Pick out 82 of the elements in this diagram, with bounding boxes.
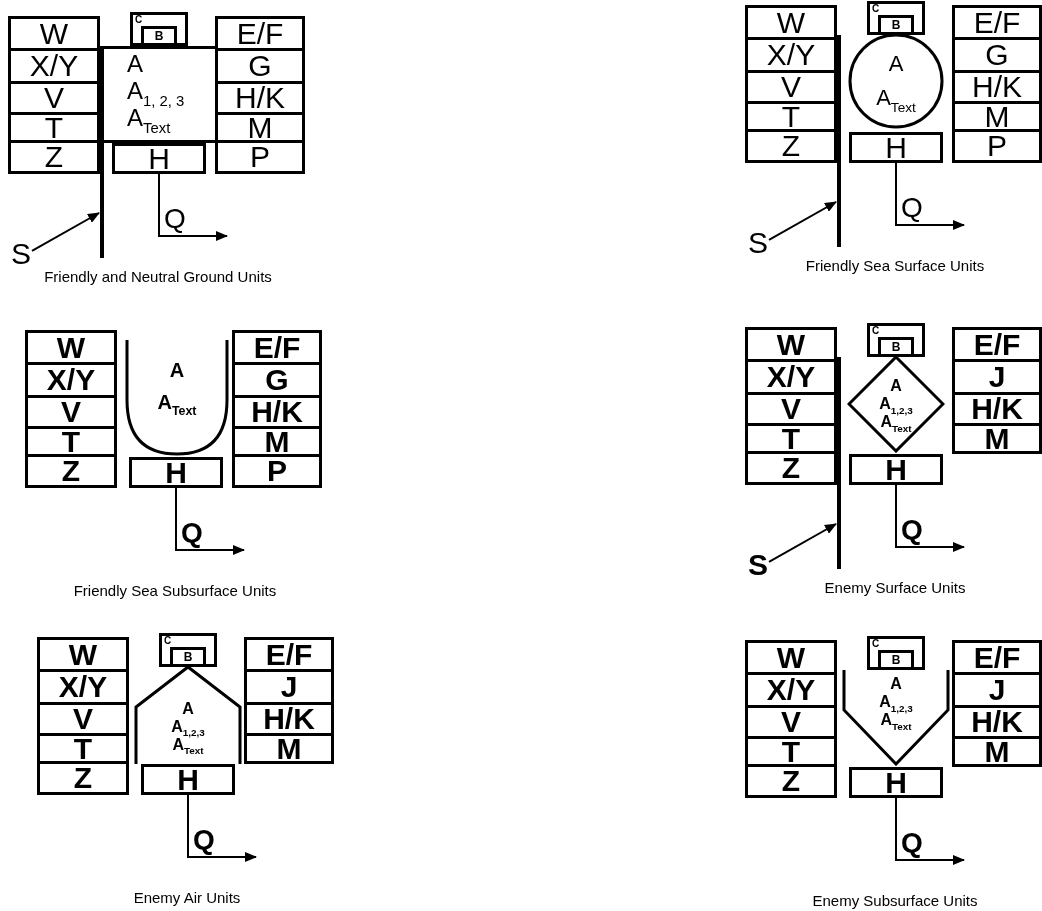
field-label: S	[747, 549, 769, 581]
field-box: X/Y	[8, 48, 100, 84]
field-box: B	[878, 650, 914, 667]
field-box: Z	[745, 129, 837, 163]
symbol-label: A	[182, 699, 194, 718]
symbol-label: A	[127, 50, 143, 77]
field-box: B	[141, 26, 177, 43]
panel-caption: Friendly Sea Surface Units	[804, 257, 986, 275]
field-box: M	[244, 733, 334, 764]
arrow	[175, 487, 245, 555]
arrow	[768, 201, 837, 241]
echelon-box	[159, 633, 217, 667]
echelon-box	[867, 323, 925, 357]
field-box: H/K	[244, 702, 334, 736]
field-box: H	[141, 764, 235, 795]
field-box: Z	[37, 761, 129, 795]
field-box: H/K	[952, 705, 1042, 739]
panel-caption: Enemy Air Units	[132, 889, 242, 907]
symbol-label: A	[169, 358, 185, 383]
panel-caption: Friendly and Neutral Ground Units	[43, 268, 273, 286]
arrow	[31, 212, 100, 252]
symbol-label: A$_{Text}$	[876, 84, 916, 115]
field-box: B	[878, 15, 914, 32]
field-box: P	[232, 454, 322, 488]
symbol-label: A	[890, 377, 902, 395]
field-box: G	[952, 37, 1042, 73]
field-label: S	[747, 227, 769, 259]
arrow	[895, 162, 965, 230]
field-box: X/Y	[745, 37, 837, 73]
field-box: V	[25, 395, 117, 429]
arrow	[768, 523, 837, 563]
field-box: X/Y	[745, 359, 837, 395]
field-box: H/K	[952, 70, 1042, 104]
field-box: V	[37, 702, 129, 736]
panel-caption: Enemy Subsurface Units	[811, 892, 979, 910]
field-box: V	[8, 81, 100, 115]
panel-caption: Friendly Sea Subsurface Units	[72, 582, 278, 600]
field-box: V	[745, 70, 837, 104]
field-box: Z	[8, 140, 100, 174]
field-box: Z	[25, 454, 117, 488]
field-box: M	[952, 423, 1042, 454]
arrow	[895, 484, 965, 552]
field-label: C	[872, 326, 880, 336]
symbol-label: A	[890, 675, 902, 693]
field-box: P	[215, 140, 305, 174]
arrow	[895, 797, 965, 865]
field-label: C	[872, 639, 880, 649]
field-box: H	[849, 132, 943, 163]
field-label: S	[10, 238, 32, 270]
field-box: M	[952, 736, 1042, 767]
field-box: J	[952, 359, 1042, 395]
echelon-box	[867, 636, 925, 670]
field-box: H	[849, 767, 943, 798]
field-box: J	[244, 669, 334, 705]
field-box: X/Y	[37, 669, 129, 705]
field-box: P	[952, 129, 1042, 163]
field-box: B	[878, 337, 914, 354]
field-box: X/Y	[745, 672, 837, 708]
field-box: H	[849, 454, 943, 485]
arrow	[158, 173, 228, 241]
field-box: G	[232, 362, 322, 398]
echelon-box	[130, 12, 188, 46]
field-box: Z	[745, 451, 837, 485]
arrow	[187, 794, 257, 862]
field-box: X/Y	[25, 362, 117, 398]
field-box: H	[129, 457, 223, 488]
field-box: H/K	[232, 395, 322, 429]
symbol-label: A$_{1,2,3}$	[171, 717, 205, 736]
field-box: V	[745, 705, 837, 739]
field-box: Z	[745, 764, 837, 798]
panel-caption: Enemy Surface Units	[823, 579, 967, 597]
echelon-box	[867, 1, 925, 35]
field-box: H	[112, 143, 206, 174]
field-label: C	[872, 4, 880, 14]
field-box: B	[170, 647, 206, 664]
field-label: C	[135, 15, 143, 25]
field-box: H/K	[952, 392, 1042, 426]
field-label: C	[164, 636, 172, 646]
field-box: J	[952, 672, 1042, 708]
symbol-label: A$_{Text}$	[157, 390, 197, 418]
symbol-label: A	[888, 50, 904, 78]
field-box: V	[745, 392, 837, 426]
